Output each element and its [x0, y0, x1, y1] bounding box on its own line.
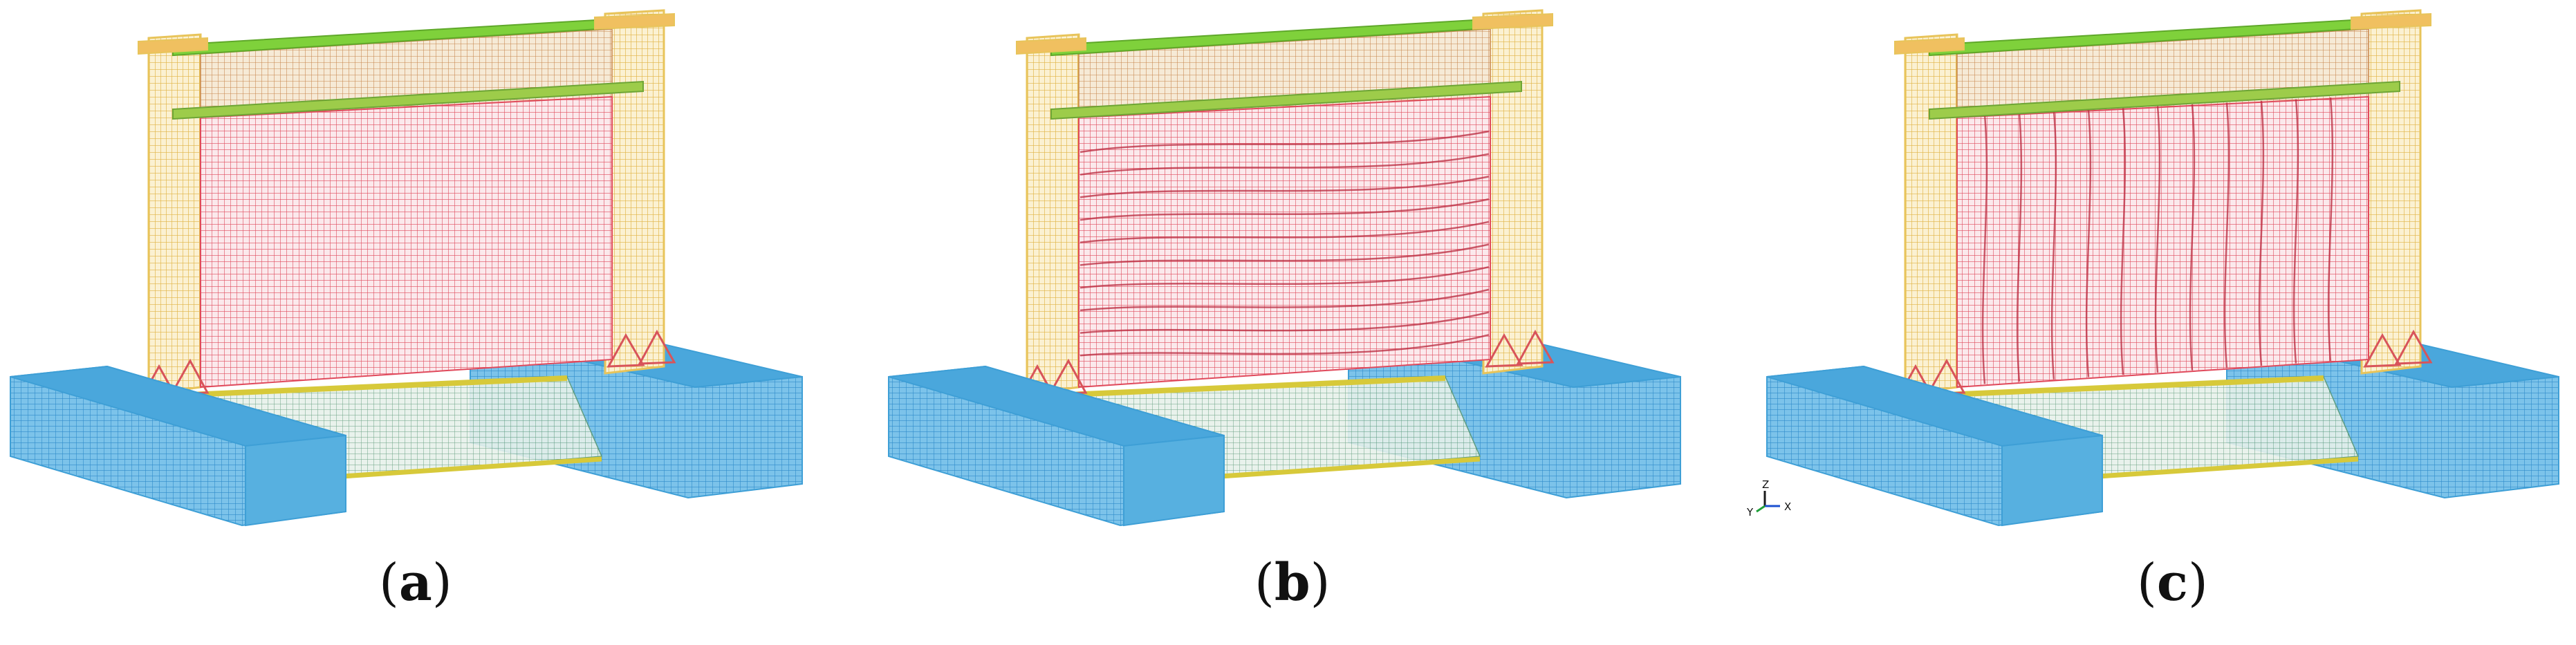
triad-z-label: Z	[1762, 478, 1769, 491]
infill-wave-line	[1079, 288, 1490, 312]
column-left	[1904, 33, 1958, 395]
infill-wave-line	[1079, 198, 1490, 221]
beam-middle	[1929, 80, 2400, 120]
triad-y-axis	[1756, 505, 1766, 513]
infill-wave-line	[1079, 265, 1490, 289]
panel-b-caption: (b)	[1254, 553, 1331, 613]
column-left	[1026, 33, 1080, 395]
gusset-right	[1485, 333, 1523, 368]
panel-c	[1766, 9, 2559, 527]
gusset-right	[1516, 329, 1555, 365]
column-right	[1482, 9, 1544, 375]
infill-wave-line	[2154, 106, 2161, 373]
column-right-cap	[1472, 12, 1553, 30]
infill-wave-line	[1079, 221, 1490, 244]
ground-beam-back	[1050, 375, 1446, 398]
infill-wave-line	[1981, 114, 1988, 384]
infill-wave-line	[2292, 99, 2299, 364]
column-right-cap	[2351, 12, 2431, 30]
infill-wave-line	[1079, 153, 1490, 176]
gusset-right	[2394, 329, 2433, 365]
column-right	[604, 9, 665, 375]
infill-wave-line	[1079, 311, 1490, 334]
column-right-cap	[594, 12, 675, 30]
foundation-left-end	[245, 434, 346, 527]
column-right	[2360, 9, 2422, 375]
infill-wave-line	[1079, 130, 1490, 153]
ground-beam-back	[1929, 375, 2324, 398]
panel-a	[10, 9, 803, 527]
column-left-cap	[1894, 37, 1965, 55]
triad-y-label: Y	[1746, 506, 1754, 518]
triad-x-label: X	[1784, 501, 1791, 513]
foundation-left-end	[1123, 434, 1225, 527]
infill-wave-line	[2085, 109, 2092, 377]
infill-wave-line	[1079, 334, 1490, 357]
column-left-cap	[1016, 37, 1086, 55]
beam-middle	[1050, 80, 1522, 120]
infill-wave-line	[2327, 97, 2334, 362]
gusset-right	[2363, 333, 2402, 368]
panel-a-caption: (a)	[379, 553, 452, 613]
infill-panel	[200, 95, 613, 389]
panel-b	[888, 9, 1681, 527]
beam-middle	[172, 80, 644, 120]
infill-wave-line	[1079, 176, 1490, 198]
foundation-left-end	[2001, 434, 2103, 527]
infill-wave-line	[2120, 107, 2126, 375]
ground-beam-back	[172, 375, 568, 398]
infill-wave-line	[2258, 100, 2265, 366]
gusset-right	[606, 333, 645, 368]
column-left	[147, 33, 202, 395]
infill-wave-line	[2016, 113, 2023, 382]
infill-wave-line	[2189, 104, 2196, 371]
coordinate-triad: Z Y X	[1746, 478, 1791, 518]
column-left-cap	[138, 37, 208, 55]
infill-wave-line	[2223, 102, 2230, 368]
panel-c-caption: (c)	[2137, 553, 2208, 613]
gusset-right	[638, 329, 676, 365]
infill-wave-line	[1079, 243, 1490, 266]
infill-wave-line	[2050, 111, 2057, 380]
